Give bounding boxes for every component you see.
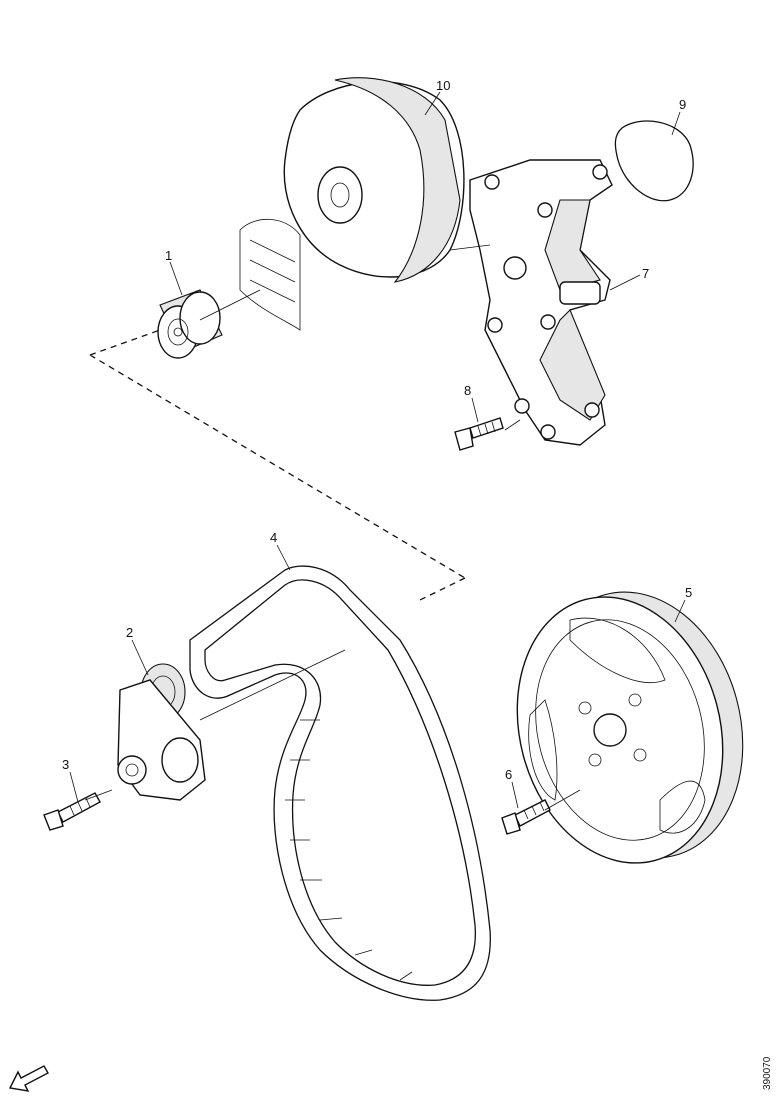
- idler-pulley: [157, 289, 223, 359]
- gasket: [614, 120, 694, 202]
- callout-8: 8: [464, 383, 471, 398]
- drive-belt: [189, 565, 491, 1001]
- tensioner-bolt: [43, 792, 101, 831]
- mounting-bracket: [469, 159, 613, 446]
- callout-9: 9: [679, 97, 686, 112]
- callout-4: 4: [270, 530, 277, 545]
- callout-3: 3: [62, 757, 69, 772]
- assembly-lines: [84, 244, 581, 811]
- water-pump-housing: [239, 77, 465, 331]
- bracket-bolt: [454, 417, 504, 451]
- callout-7: 7: [642, 266, 649, 281]
- reference-code: 390070: [762, 1056, 773, 1090]
- callout-labels: 1 2 3 4 5 6 7 8 9 10: [62, 78, 692, 782]
- callout-5: 5: [685, 585, 692, 600]
- leader-lines: [69, 91, 686, 809]
- arrow-icon: [8, 1065, 49, 1092]
- callout-2: 2: [126, 625, 133, 640]
- belt-tensioner: [117, 663, 206, 801]
- callout-1: 1: [165, 248, 172, 263]
- callout-6: 6: [505, 767, 512, 782]
- pulley-bolt: [501, 799, 551, 835]
- dashed-routing-line: [89, 329, 466, 601]
- callout-10: 10: [436, 78, 450, 93]
- crankshaft-pulley: [516, 591, 744, 864]
